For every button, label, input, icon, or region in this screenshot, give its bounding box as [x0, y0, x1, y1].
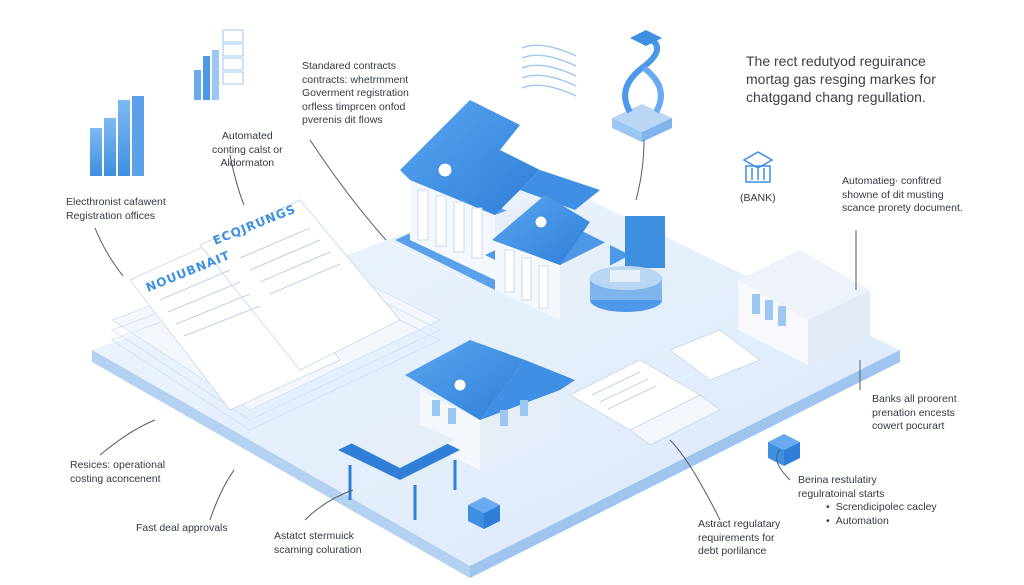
bullet-item: Automation — [826, 515, 937, 529]
label-abstract-regulatory: Astract regulatary requirements for debt… — [698, 518, 781, 557]
label-standard-contracts: Standared contracts contracts: whetrmmen… — [302, 60, 409, 126]
main-bank-building — [395, 100, 665, 320]
label-fast-deal: Fast deal approvals — [136, 522, 228, 534]
bar-chart-small-icon — [194, 50, 219, 100]
label-abstract-storm: Astatct stermuick scaming coluration — [274, 530, 362, 556]
cube-icon — [768, 434, 800, 466]
waveform-icon — [521, 44, 577, 97]
open-book — [568, 329, 762, 446]
dna-icon — [612, 30, 672, 142]
label-automated-certified: Automatieg∙ confitred showne of dit must… — [842, 175, 963, 214]
bar-chart-icon — [90, 96, 144, 176]
label-top-right: The rect redutyod reguirance mortag gas … — [746, 53, 936, 105]
label-electronic-registration: Electhronist cafawent Registration offic… — [66, 196, 166, 222]
label-bank: (BANK) — [740, 192, 776, 204]
right-building — [738, 250, 870, 365]
bullet-item: Screndicipolec cacley — [826, 501, 937, 515]
callout-lines — [94, 139, 861, 521]
cube-icon-bottom — [468, 497, 500, 529]
label-banks-all: Banks all proorent prenation encests cow… — [872, 393, 957, 432]
database-disk-icon — [590, 266, 662, 312]
label-automated-costing: Automated conting calst or Aldormaton — [212, 130, 283, 169]
document-stack: NOUUBNAIT ECQJRUNGS — [110, 199, 442, 431]
label-reduces-operational: Resices: operational costing aconcenent — [70, 459, 166, 485]
desk-monitor — [338, 415, 460, 520]
bank-icon — [742, 151, 774, 183]
label-bering-regulatory: Berina restulatiry regulratoinal starts … — [798, 474, 937, 528]
server-stack-icon — [222, 29, 244, 85]
small-house — [405, 340, 575, 470]
